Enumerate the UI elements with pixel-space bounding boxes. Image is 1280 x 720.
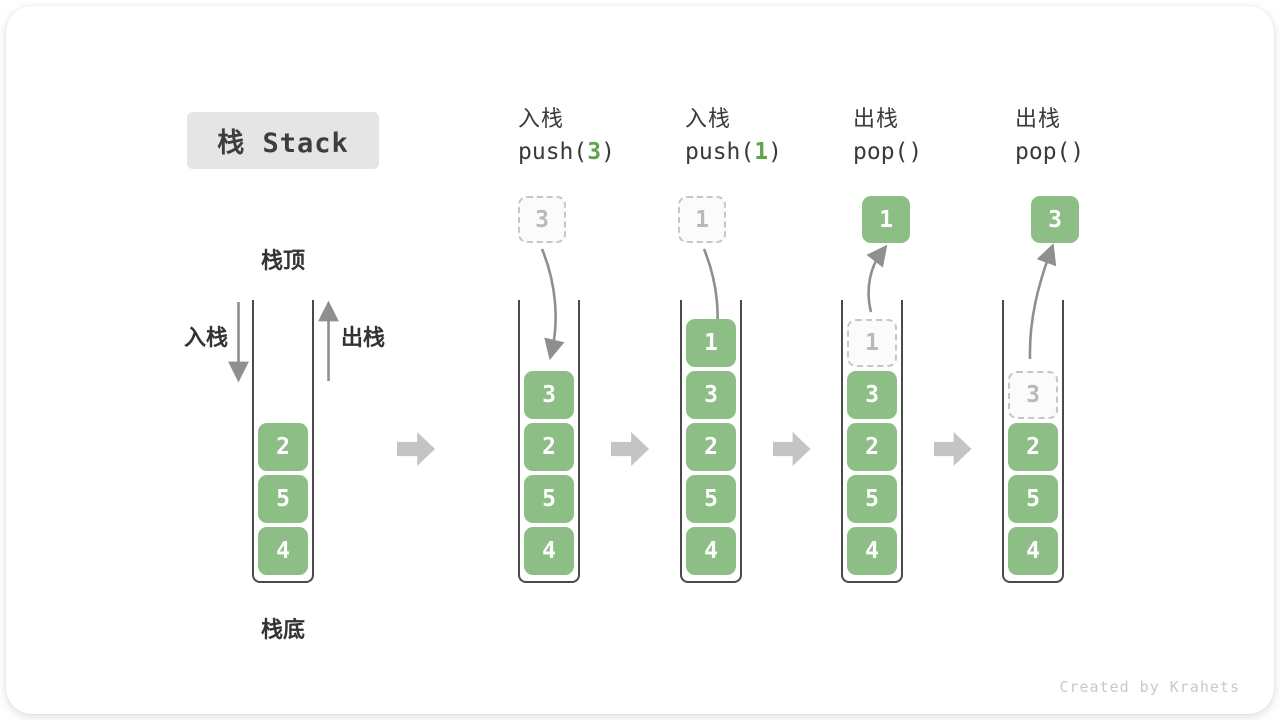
stack-cell-after-push-3-4: 4 (524, 527, 574, 575)
step-header-code: push(1) (685, 139, 782, 165)
step-flow-arrow-2 (772, 432, 811, 466)
step-header-cn: 出栈 (1015, 106, 1062, 131)
step-flow-arrow-0 (397, 432, 435, 466)
stack-cell-after-push-1-4: 4 (686, 527, 736, 575)
step-header-code: pop() (1015, 139, 1085, 165)
step-header-cn: 出栈 (853, 106, 900, 131)
floating-element-after-pop-3: 3 (1031, 196, 1079, 243)
step-header-after-pop-3: 出栈 pop() (1015, 104, 1084, 170)
step-header-code: push(3) (518, 139, 615, 165)
stack-cell-after-pop-3-2: 2 (1008, 423, 1058, 471)
stack-cell-initial-stack-5: 5 (258, 475, 308, 523)
stack-cell-after-pop-3-3: 3 (1008, 371, 1058, 419)
stack-cell-after-pop-1-5: 5 (847, 475, 897, 523)
pop-direction-label: 出栈 (341, 325, 386, 350)
step-header-after-push-1: 入栈 push(1) (685, 104, 782, 170)
step-header-code: pop() (853, 139, 923, 165)
stack-cell-after-push-3-2: 2 (524, 423, 574, 471)
stack-cell-initial-stack-2: 2 (258, 423, 308, 471)
step-flow-arrow-3 (933, 432, 972, 466)
step-header-after-push-3: 入栈 push(3) (518, 104, 615, 170)
stack-container-initial-stack (252, 300, 314, 583)
stack-cell-after-push-3-5: 5 (524, 475, 574, 523)
stack-cell-after-push-1-2: 2 (686, 423, 736, 471)
stack-cell-initial-stack-4: 4 (258, 527, 308, 575)
stack-cell-after-pop-3-4: 4 (1008, 527, 1058, 575)
step-flow-arrow-1 (611, 432, 649, 466)
stack-cell-after-pop-1-1: 1 (847, 319, 897, 367)
step-header-after-pop-1: 出栈 pop() (853, 104, 922, 170)
stack-container-after-pop-1 (841, 300, 903, 583)
stack-container-after-push-1 (680, 300, 742, 583)
stack-cell-after-pop-1-2: 2 (847, 423, 897, 471)
step-header-code-number: 3 (587, 139, 602, 165)
stack-cell-after-push-3-3: 3 (524, 371, 574, 419)
step-header-cn: 入栈 (518, 106, 565, 131)
stack-cell-after-pop-3-5: 5 (1008, 475, 1058, 523)
stack-cell-after-push-1-3: 3 (686, 371, 736, 419)
push-direction-label: 入栈 (183, 325, 228, 350)
stack-cell-after-push-1-5: 5 (686, 475, 736, 523)
stack-container-after-push-3 (518, 300, 580, 583)
stack-bottom-label: 栈底 (260, 617, 305, 642)
stack-cell-after-pop-1-4: 4 (847, 527, 897, 575)
diagram-title-box: 栈 Stack (187, 112, 379, 169)
floating-element-after-push-3: 3 (518, 196, 566, 243)
stack-cell-after-pop-1-3: 3 (847, 371, 897, 419)
watermark: Created by Krahets (1059, 678, 1240, 696)
step-header-code-number: 1 (754, 139, 769, 165)
diagram-title-text: 栈 Stack (217, 128, 349, 159)
step-header-cn: 入栈 (685, 106, 732, 131)
stack-top-label: 栈顶 (260, 248, 305, 273)
stack-container-after-pop-3 (1002, 300, 1064, 583)
stack-cell-after-push-1-1: 1 (686, 319, 736, 367)
floating-element-after-push-1: 1 (678, 196, 726, 243)
floating-element-after-pop-1: 1 (862, 196, 910, 243)
